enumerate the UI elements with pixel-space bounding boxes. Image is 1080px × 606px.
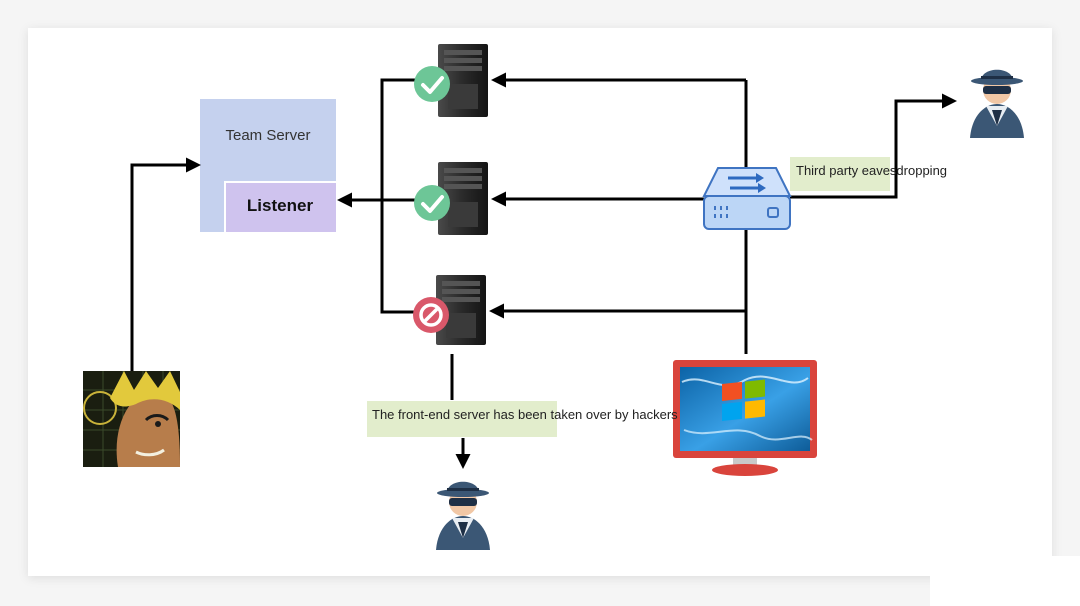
- listener-label: Listener: [246, 196, 314, 215]
- router-icon: [702, 167, 792, 230]
- front-end-compromised-label: The front-end server has been taken over…: [372, 407, 678, 422]
- connectors: [130, 72, 957, 469]
- operator-to-teamserver-arrow: [130, 157, 201, 372]
- server-icon: [438, 44, 488, 117]
- check-badge-icon: [414, 185, 450, 221]
- diagram-canvas: [28, 28, 1052, 576]
- third-party-note-bg: [790, 157, 890, 191]
- hacker-icon: [970, 69, 1024, 138]
- server-icon: [438, 162, 488, 235]
- router-to-eavesdropper-arrow: [790, 93, 957, 199]
- blocked-badge-icon: [413, 297, 449, 333]
- listener-box: [224, 181, 336, 232]
- third-party-eavesdropping-label: Third party eavesdropping: [796, 163, 948, 178]
- front-end-note-bg: [367, 401, 557, 437]
- server-icon: [436, 275, 486, 345]
- servers-bus-line: [380, 78, 416, 314]
- check-badge-icon: [414, 66, 450, 102]
- corner-block: [930, 556, 1080, 606]
- hacker-icon: [436, 481, 490, 550]
- windows-logo-icon: [722, 379, 765, 421]
- windows-monitor-icon: [673, 360, 817, 476]
- team-server-title: Team Server: [225, 127, 311, 144]
- operator-avatar-icon: [83, 371, 180, 467]
